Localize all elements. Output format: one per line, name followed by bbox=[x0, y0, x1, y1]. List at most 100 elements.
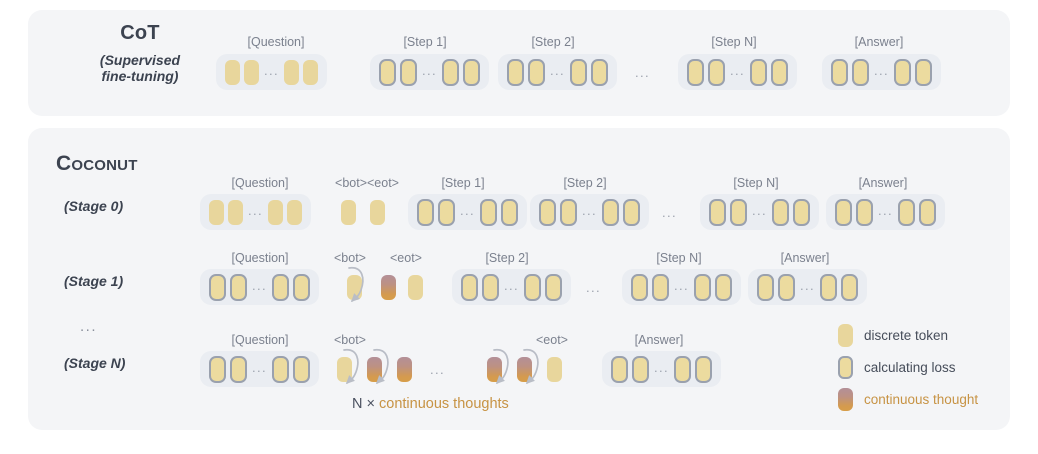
ellipsis: ... bbox=[730, 63, 746, 78]
token-group-question: ... bbox=[200, 269, 320, 305]
ellipsis: ... bbox=[264, 63, 280, 78]
token-loss bbox=[461, 273, 478, 301]
token-loss bbox=[602, 198, 620, 226]
group-label-step1: [Step 1] bbox=[403, 35, 447, 49]
ellipsis: ... bbox=[674, 278, 690, 293]
token-continuous-thought bbox=[517, 356, 532, 382]
group-label-bot-eot: <bot><eot> bbox=[335, 176, 399, 190]
token-bot bbox=[347, 274, 362, 300]
token-group-step2: ... bbox=[452, 269, 572, 305]
token-group-bot-chain bbox=[328, 351, 421, 387]
token-discrete bbox=[225, 59, 240, 85]
token-continuous-thought bbox=[397, 356, 412, 382]
token-group-step1: ... bbox=[370, 54, 490, 90]
between-groups-ellipsis: ... bbox=[662, 205, 678, 220]
token-group-stepn: ... bbox=[700, 194, 820, 230]
group-label-step2: [Step 2] bbox=[531, 35, 575, 49]
token-loss bbox=[524, 273, 542, 301]
ellipsis: ... bbox=[582, 203, 598, 218]
token-loss bbox=[482, 273, 499, 301]
token-loss bbox=[894, 58, 912, 86]
ellipsis: ... bbox=[422, 63, 438, 78]
token-loss bbox=[272, 355, 290, 383]
ellipsis: ... bbox=[252, 278, 268, 293]
token-loss bbox=[501, 198, 519, 226]
continuous-thoughts-caption: N × continuous thoughts bbox=[352, 396, 509, 412]
token-loss bbox=[674, 355, 692, 383]
legend-item-calculating-loss: calculating loss bbox=[838, 354, 978, 381]
token-discrete bbox=[284, 59, 300, 85]
group-label-question: [Question] bbox=[231, 251, 289, 265]
token-eot bbox=[408, 274, 423, 300]
token-loss bbox=[772, 198, 790, 226]
thought-chain-ellipsis: ... bbox=[430, 362, 446, 377]
token-group-thought-eot bbox=[372, 269, 432, 305]
token-loss bbox=[687, 58, 704, 86]
token-discrete bbox=[268, 199, 284, 225]
cot-subtitle-line2: fine-tuning) bbox=[101, 68, 179, 84]
token-loss bbox=[591, 58, 609, 86]
token-loss bbox=[442, 58, 460, 86]
token-loss bbox=[209, 273, 226, 301]
token-loss bbox=[771, 58, 789, 86]
cot-subtitle-line1: (Supervised bbox=[99, 52, 181, 68]
group-label-eot: <eot> bbox=[536, 333, 568, 347]
ellipsis: ... bbox=[654, 360, 670, 375]
legend: discrete token calculating loss continuo… bbox=[838, 322, 978, 418]
token-group-answer: ... bbox=[826, 194, 946, 230]
token-group-answer: ... bbox=[748, 269, 868, 305]
calculating-loss-swatch-icon bbox=[838, 356, 853, 379]
token-loss bbox=[757, 273, 774, 301]
token-group-step2: ... bbox=[530, 194, 650, 230]
stage-n-label: (Stage N) bbox=[64, 355, 126, 371]
token-loss bbox=[694, 273, 712, 301]
legend-label: calculating loss bbox=[864, 360, 956, 375]
token-loss bbox=[820, 273, 838, 301]
token-group-step2: ... bbox=[498, 54, 618, 90]
token-loss bbox=[708, 58, 725, 86]
token-loss bbox=[417, 198, 434, 226]
legend-label: discrete token bbox=[864, 328, 949, 343]
group-label-answer: [Answer] bbox=[780, 251, 830, 265]
token-loss bbox=[715, 273, 733, 301]
token-loss bbox=[841, 273, 859, 301]
token-loss bbox=[631, 273, 648, 301]
group-label-stepn: [Step N] bbox=[656, 251, 702, 265]
token-loss bbox=[400, 58, 417, 86]
ellipsis: ... bbox=[874, 63, 890, 78]
token-group-question: ... bbox=[216, 54, 328, 90]
token-loss bbox=[835, 198, 852, 226]
group-label-bot: <bot> bbox=[334, 333, 366, 347]
token-group-answer: ... bbox=[822, 54, 942, 90]
group-label-question: [Question] bbox=[231, 333, 289, 347]
token-group-bot-eot bbox=[332, 194, 394, 230]
group-label-step2: [Step 2] bbox=[485, 251, 529, 265]
token-discrete bbox=[228, 199, 243, 225]
continuous-thought-swatch-icon bbox=[838, 388, 853, 411]
token-loss bbox=[209, 355, 226, 383]
ellipsis: ... bbox=[504, 278, 520, 293]
stage-0-label: (Stage 0) bbox=[64, 198, 124, 214]
token-loss bbox=[919, 198, 937, 226]
token-group-question: ... bbox=[200, 351, 320, 387]
group-label-question: [Question] bbox=[231, 176, 289, 190]
token-loss bbox=[611, 355, 628, 383]
group-label-answer: [Answer] bbox=[634, 333, 684, 347]
token-loss bbox=[915, 58, 933, 86]
token-loss bbox=[730, 198, 747, 226]
ellipsis: ... bbox=[878, 203, 894, 218]
caption-accent: continuous thoughts bbox=[379, 396, 509, 412]
token-loss bbox=[539, 198, 556, 226]
token-loss bbox=[793, 198, 811, 226]
token-loss bbox=[570, 58, 588, 86]
group-label-bot: <bot> bbox=[334, 251, 366, 265]
token-loss bbox=[528, 58, 545, 86]
discrete-token-swatch-icon bbox=[838, 324, 853, 347]
token-loss bbox=[230, 273, 247, 301]
token-loss bbox=[652, 273, 669, 301]
token-loss bbox=[507, 58, 524, 86]
token-eot bbox=[370, 199, 385, 225]
token-loss bbox=[293, 355, 311, 383]
group-label-step1: [Step 1] bbox=[441, 176, 485, 190]
group-label-answer: [Answer] bbox=[858, 176, 908, 190]
